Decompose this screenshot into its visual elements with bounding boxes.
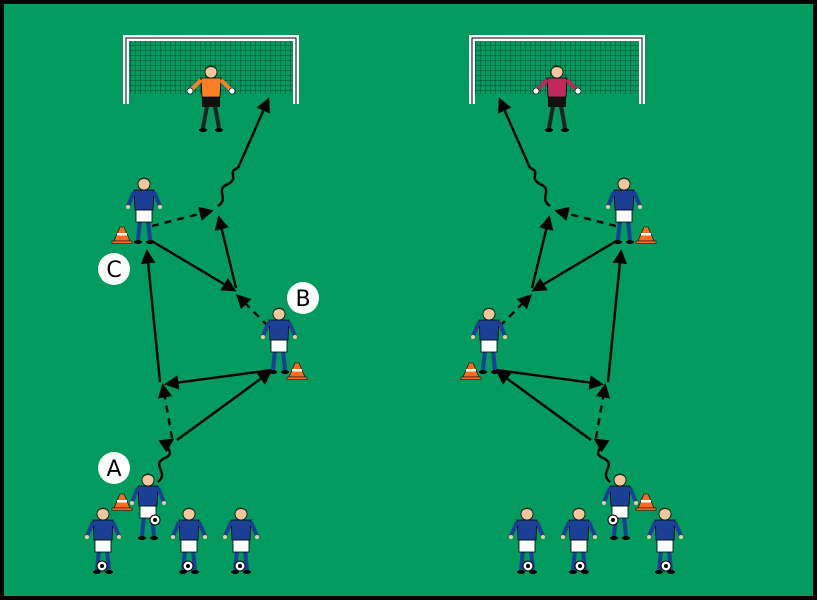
run-arrow-a — [594, 383, 611, 439]
label-b-text: B — [295, 287, 310, 312]
run-arrow-c — [151, 206, 214, 228]
ball-icon — [234, 560, 246, 572]
label-b: B — [287, 282, 319, 314]
shot-arrow-right — [498, 97, 532, 169]
dribble-arrow-a — [593, 438, 611, 483]
ball-icon — [522, 560, 534, 572]
label-c: C — [98, 253, 130, 285]
passing-arrows-left — [140, 97, 273, 483]
dribble-arrow-a — [157, 438, 175, 483]
goalkeeper-right-icon — [532, 65, 582, 132]
ball-icon — [182, 560, 194, 572]
pass-arrow-b-a — [164, 368, 273, 390]
ball-icon — [149, 514, 161, 526]
dribble-arrow-shot — [529, 166, 551, 207]
ball-icon — [574, 560, 586, 572]
label-c-text: C — [106, 258, 121, 283]
run-arrow-a — [157, 383, 174, 439]
pass-arrow-a-c — [140, 249, 162, 383]
pass-arrow-b-a — [495, 368, 604, 390]
run-arrow-c — [554, 206, 617, 228]
label-a: A — [98, 452, 130, 484]
pass-arrow-c-layoff — [531, 238, 619, 292]
shot-arrow-left — [236, 97, 270, 169]
ball-icon — [96, 560, 108, 572]
passing-arrows-right — [495, 97, 628, 483]
ball-icon — [660, 560, 672, 572]
ball-icon — [607, 514, 619, 526]
goalkeeper-left-icon — [186, 65, 236, 132]
pass-arrow-a-b — [495, 370, 592, 441]
pass-arrow-c-layoff — [149, 238, 237, 292]
pass-arrow-layoff-up — [214, 215, 238, 289]
pass-arrow-a-b — [176, 370, 273, 441]
dribble-arrow-shot — [217, 166, 239, 207]
pass-arrow-a-c — [606, 249, 628, 383]
pass-arrow-layoff-up — [530, 215, 554, 289]
label-a-text: A — [106, 457, 121, 482]
